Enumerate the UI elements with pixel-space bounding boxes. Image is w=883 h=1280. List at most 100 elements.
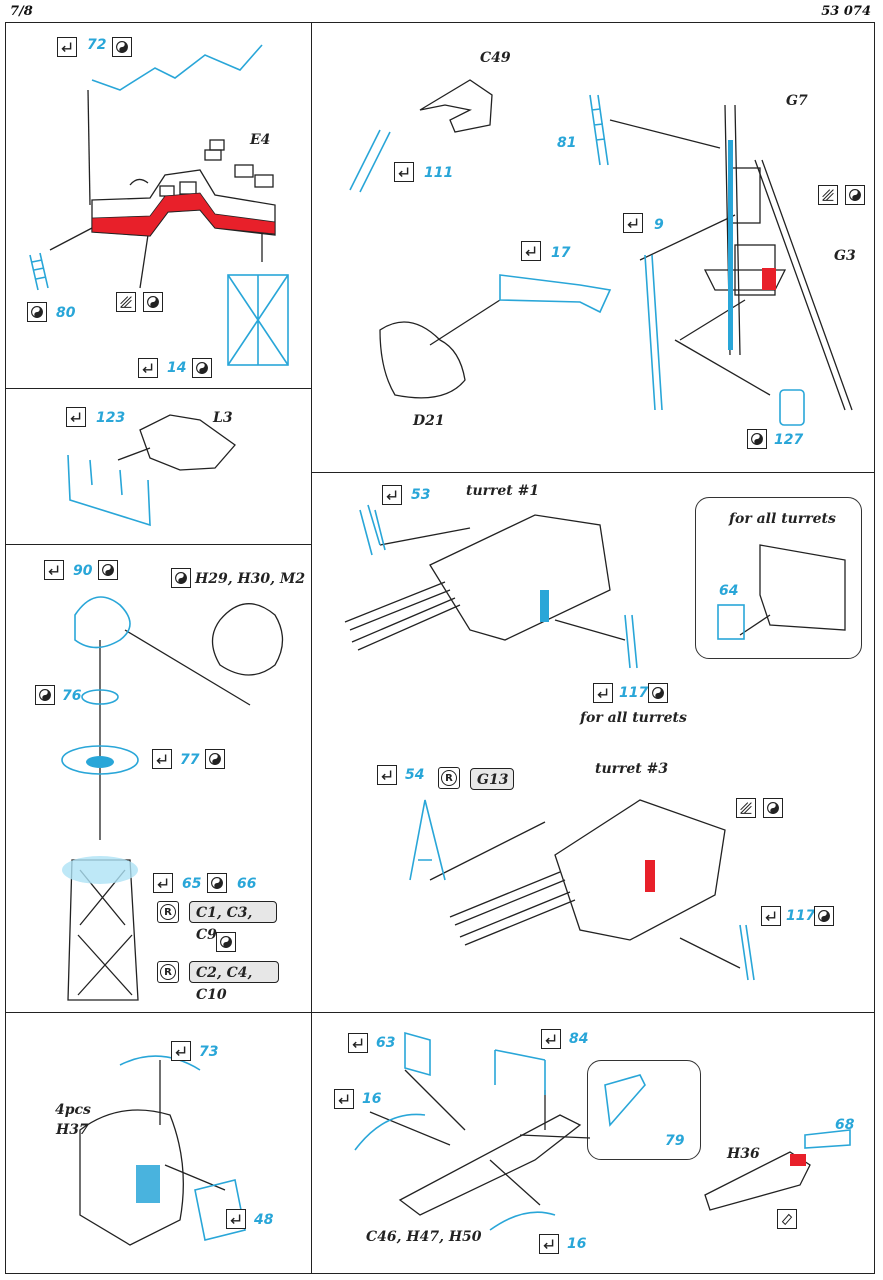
etch-63 [404,1031,431,1077]
flip-icon [35,685,55,705]
part-number: 79 [665,1133,685,1149]
part-label: G7 [786,93,808,109]
fold-icon [394,162,414,182]
fold-icon [761,906,781,926]
flip-icon [747,429,767,449]
part-number: 111 [424,165,454,181]
etch-111 [349,129,391,193]
fold-icon [382,485,402,505]
section-divider [311,472,875,473]
part-number: 73 [199,1044,219,1060]
fold-icon [226,1209,246,1229]
red-paint-h36 [790,1154,806,1166]
etch-76 [81,689,119,705]
red-paint-band [91,192,276,237]
quantity-label: 4pcs [55,1102,91,1118]
part-l3-drawing [139,414,236,471]
part-number: 80 [56,305,76,321]
fold-icon [521,241,541,261]
etch-72 [91,44,263,91]
flip-icon [143,292,163,312]
part-number: 72 [87,37,107,53]
part-number: 63 [376,1035,396,1051]
boat-drawing [398,1114,582,1216]
blue-disc [62,856,138,884]
part-label: H36 [727,1146,760,1162]
fold-icon [152,749,172,769]
etch-81 [589,94,609,166]
etch-117-b [739,924,755,981]
etch-79 [604,1074,646,1127]
resin-ref-icon: R [438,767,460,789]
fold-icon [623,213,643,233]
etch-127 [779,389,805,426]
resin-ref-icon: R [157,961,179,983]
fold-icon [44,560,64,580]
part-number: 123 [96,410,126,426]
etch-68 [804,1129,851,1149]
flip-icon [98,560,118,580]
paint-hatch-icon [777,1209,797,1229]
part-number: 48 [254,1212,274,1228]
fold-icon [171,1041,191,1061]
etch-9 [644,254,663,411]
part-number: 66 [237,876,257,892]
etch-90 [74,596,131,649]
part-number: 53 [411,487,431,503]
part-number: 77 [180,752,200,768]
reference-pill: G13 [470,768,514,790]
flip-icon [112,37,132,57]
part-h37-drawing [79,1109,184,1246]
part-label: C46, H47, H50 [366,1229,482,1245]
part-number: 68 [835,1117,855,1133]
etch-123 [67,454,151,527]
etch-53 [359,504,386,556]
part-label: L3 [213,410,233,426]
part-label: turret #1 [466,483,540,499]
red-paint-turret [645,860,655,892]
turret-3-drawing [554,799,726,941]
part-number: 117 [786,908,816,924]
dome-drawing [211,602,284,676]
flip-icon [845,185,865,205]
flip-icon [192,358,212,378]
fold-icon [153,873,173,893]
fold-icon [541,1029,561,1049]
mast-drawing [724,104,853,411]
flip-icon [814,906,834,926]
etch-54 [409,799,446,881]
all-turrets-inset [695,497,862,659]
fold-icon [348,1033,368,1053]
fold-icon [57,37,77,57]
part-number: 84 [569,1031,589,1047]
part-h36-drawing [704,1151,811,1211]
etch-117 [624,614,638,669]
part-number: 65 [182,876,202,892]
reference-pill: C1, C3, C9 [189,901,277,943]
fold-icon [593,683,613,703]
page-number: 7/8 [10,4,33,19]
platform-c49-drawing [419,79,493,133]
section-divider [5,544,311,545]
column-divider [311,22,312,1274]
part-number: 54 [405,767,425,783]
flip-icon [216,932,236,952]
part-label: G3 [834,248,856,264]
paint-hatch-icon [818,185,838,205]
product-code: 53 074 [821,4,871,19]
flip-icon [207,873,227,893]
part-number: 117 [619,685,649,701]
turret-1-drawing [429,514,611,641]
flip-icon [171,568,191,588]
fold-icon [66,407,86,427]
reference-pill: C2, C4, C10 [189,961,279,1003]
flip-icon [648,683,668,703]
part-number: 17 [551,245,571,261]
flip-icon [27,302,47,322]
part-number: 16 [567,1236,587,1252]
fold-icon [334,1089,354,1109]
fold-icon [539,1234,559,1254]
etch-84 [494,1049,546,1095]
note-label: for all turrets [729,511,836,527]
etch-16 [354,1113,426,1151]
